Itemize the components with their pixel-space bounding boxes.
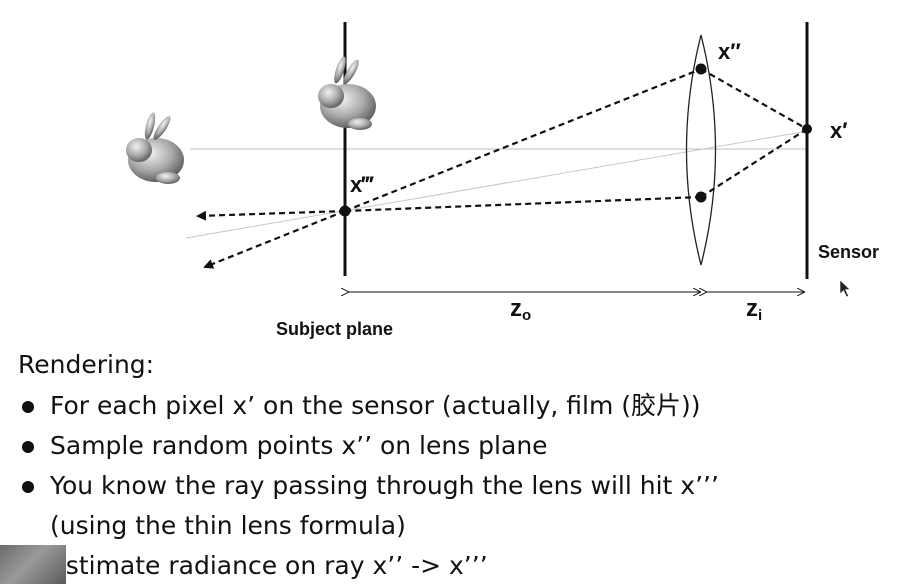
ray-lower-lens-to-subject — [344, 195, 702, 213]
point-x-sensor — [802, 124, 812, 134]
label-z-i-sub: i — [758, 307, 762, 324]
label-z-o-main: z — [510, 295, 522, 322]
list-item: You know the ray passing through the len… — [18, 466, 898, 546]
point-x-lens-lower — [695, 191, 707, 203]
bullet-dot — [22, 441, 34, 453]
rendering-notes: Rendering: For each pixel x’ on the sens… — [18, 348, 898, 586]
bullet-text: Sample random points x’’ on lens plane — [50, 431, 548, 460]
video-thumbnail — [0, 545, 66, 584]
bullet-text: Estimate radiance on ray x’’ -> x’’’ — [50, 551, 488, 580]
bullet-dot — [22, 401, 34, 413]
label-x-sensor: x′ — [830, 118, 848, 143]
ray-extension-down-left — [203, 209, 346, 269]
bullet-text: For each pixel x’ on the sensor (actuall… — [50, 391, 701, 420]
label-x-lens: x″ — [718, 39, 741, 64]
rendering-heading: Rendering: — [18, 350, 155, 379]
point-x-subject — [339, 205, 351, 217]
list-item: Estimate radiance on ray x’’ -> x’’’ — [18, 546, 898, 586]
ray-extension-left — [196, 209, 346, 221]
list-item: For each pixel x’ on the sensor (actuall… — [18, 386, 898, 426]
bullet-text: You know the ray passing through the len… — [50, 471, 719, 500]
point-x-lens-upper — [695, 63, 707, 75]
label-z-o-sub: o — [522, 307, 531, 324]
bunny-icon — [126, 112, 184, 184]
lens-shape — [685, 34, 717, 266]
list-item: Sample random points x’’ on lens plane — [18, 426, 898, 466]
ray-lower-lens-to-sensor — [700, 128, 808, 198]
label-x-subject: x‴ — [350, 172, 374, 197]
bullet-continuation: (using the thin lens formula) — [50, 511, 406, 540]
label-sensor: Sensor — [818, 242, 879, 262]
mouse-cursor-icon — [839, 279, 851, 298]
label-z-o: zo — [510, 295, 531, 324]
label-subject-plane: Subject plane — [276, 319, 393, 339]
bullet-list: For each pixel x’ on the sensor (actuall… — [18, 386, 898, 586]
label-z-i: zi — [746, 295, 762, 324]
chief-ray — [185, 130, 809, 239]
bunny-icon — [318, 56, 376, 130]
label-z-i-main: z — [746, 295, 758, 322]
ray-upper-lens-to-sensor — [700, 68, 808, 130]
bullet-dot — [22, 481, 34, 493]
thin-lens-diagram: x″ x′ x‴ Sensor Subject plane zo zi — [126, 22, 879, 339]
ray-subject-to-upper-lens — [344, 67, 702, 213]
